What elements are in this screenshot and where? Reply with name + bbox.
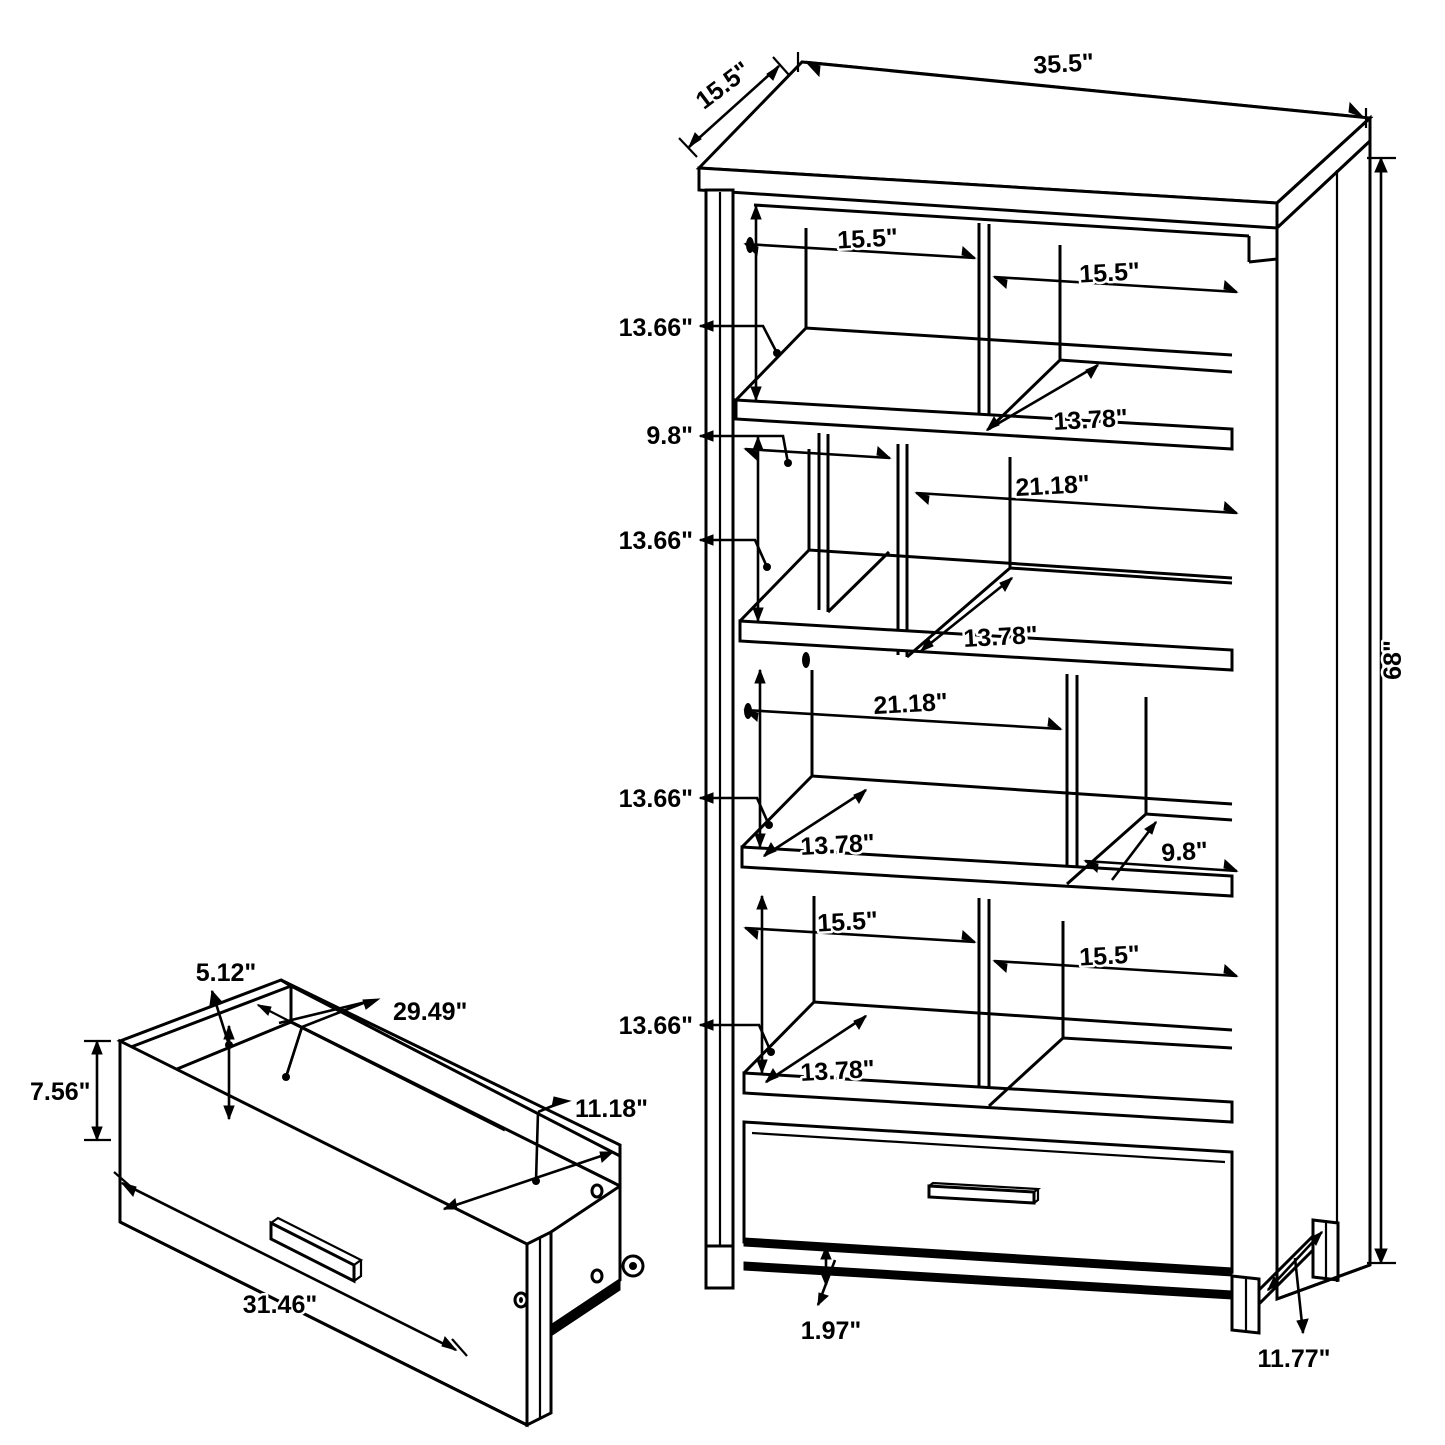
dim-label-row4-height: 13.66": [619, 1012, 693, 1040]
drawer-detail-assembly: [84, 978, 645, 1428]
dim-label-top-depth: 15.5": [691, 56, 756, 115]
bookcase-drawer-front: [742, 1120, 1234, 1277]
drawer-box: [116, 978, 645, 1428]
dim-label-row3-narrow-width: 9.8": [1161, 837, 1209, 867]
bookcase-top-panel: [695, 60, 1374, 230]
dim-label-overall-height: 68": [1379, 640, 1407, 680]
shelf-row-4: [742, 896, 1234, 1124]
dim-label-row2-depth: 13.78": [963, 621, 1039, 653]
dim-label-drawer-interior-height: 5.12": [196, 959, 257, 987]
dim-label-row3-depth: 13.78": [800, 829, 876, 861]
dim-label-row4-left-width: 15.5": [817, 906, 879, 937]
dim-label-drawer-interior-length: 29.49": [393, 998, 467, 1026]
dim-label-drawer-front-width: 31.46": [243, 1291, 317, 1319]
dim-label-row1-left-width: 15.5": [837, 223, 899, 254]
bookcase-left-front-stile: [704, 188, 735, 1267]
bookcase-assembly: [678, 52, 1396, 1335]
bookcase-right-side-panel: [1275, 137, 1372, 1302]
dim-label-row2-height: 13.66": [619, 527, 693, 555]
dim-label-leg-depth: 11.77": [1257, 1345, 1330, 1373]
dim-label-row4-depth: 13.78": [800, 1055, 876, 1087]
bookcase-dimension-lines: [678, 52, 1396, 1335]
dim-label-row1-height: 13.66": [619, 314, 693, 342]
shelf-pin-holes: [744, 237, 810, 719]
dim-label-row1-right-width: 15.5": [1079, 257, 1141, 288]
dim-label-drawer-interior-depth: 11.18": [575, 1095, 648, 1123]
dim-label-row4-right-width: 15.5": [1079, 940, 1141, 971]
dim-label-row3-height: 13.66": [619, 785, 693, 813]
bookcase-base-and-legs: [704, 1218, 1371, 1335]
dim-label-base-clearance: 1.97": [801, 1317, 862, 1345]
shelf-row-2: [738, 433, 1234, 672]
dim-label-row3-wide-width: 21.18": [873, 688, 949, 720]
shelf-row-3: [740, 670, 1234, 898]
drawer-detail-pull-handle[interactable]: [269, 1216, 364, 1284]
dim-label-drawer-front-height: 7.56": [30, 1078, 91, 1106]
bookcase-right-front-stile: [1248, 257, 1278, 264]
dim-label-row1-depth: 13.78": [1053, 404, 1129, 436]
drawer-pull-handle[interactable]: [927, 1181, 1042, 1205]
dim-label-top-width: 35.5": [1033, 48, 1095, 79]
dim-label-row2-wide-width: 21.18": [1015, 470, 1091, 502]
drawer-dimension-lines: [84, 989, 615, 1357]
dim-label-row2-narrow-width: 9.8": [646, 422, 693, 450]
shelf-row-1: [734, 203, 1251, 451]
